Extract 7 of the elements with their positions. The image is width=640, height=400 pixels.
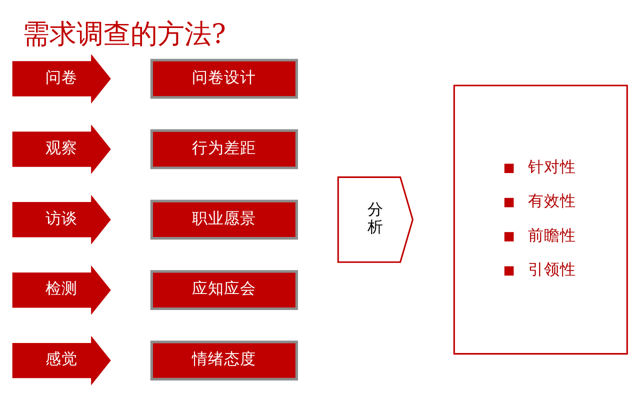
node-box: 应知应会 [150, 270, 298, 310]
node-box: 针对性 有效性 前瞻性 引领性 [453, 84, 628, 354]
diagram-title: 需求调查的方法? [22, 18, 226, 50]
node-box: 问卷设计 [150, 58, 298, 98]
node-box: 行为差距 [150, 128, 298, 169]
node-box: 职业愿景 [150, 199, 298, 240]
node-box: 情绪态度 [150, 340, 298, 380]
